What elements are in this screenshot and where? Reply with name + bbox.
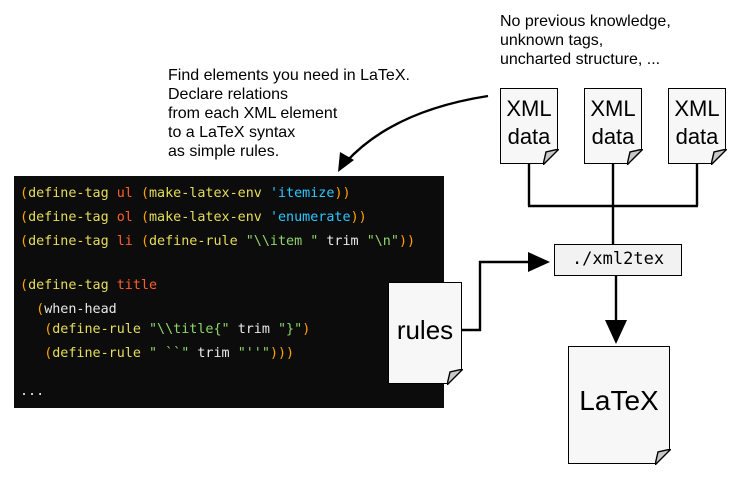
document-label: data bbox=[507, 124, 551, 149]
code-token: 'itemize bbox=[269, 186, 335, 201]
code-token: define-tag bbox=[28, 278, 109, 293]
code-line-7: (define-rule " ``" trim "''"))) bbox=[20, 346, 294, 362]
folded-corner-icon bbox=[626, 148, 643, 165]
code-token: trim bbox=[326, 234, 359, 249]
annotation-line: as simple rules. bbox=[168, 143, 280, 160]
code-token: define-rule bbox=[149, 234, 238, 249]
code-token: ( bbox=[36, 302, 45, 317]
annotation-line: Declare relations bbox=[168, 86, 289, 103]
document-label: rules bbox=[396, 315, 454, 345]
code-line-1: (define-tag ul (make-latex-env 'itemize)… bbox=[20, 186, 351, 202]
code-token: ( bbox=[140, 210, 149, 225]
code-token: " ``" bbox=[149, 346, 190, 361]
code-token: "\\item " bbox=[245, 234, 319, 249]
code-line-3: (define-tag li (define-rule "\\item " tr… bbox=[20, 234, 415, 250]
code-token: ol bbox=[116, 210, 133, 225]
xml-data-document: XML data bbox=[668, 88, 727, 165]
code-token: define-tag bbox=[28, 186, 109, 201]
code-line-2: (define-tag ol (make-latex-env 'enumerat… bbox=[20, 210, 367, 226]
rules-arrow-head bbox=[528, 252, 550, 272]
code-token: make-latex-env bbox=[149, 210, 262, 225]
code-token: "}" bbox=[278, 322, 303, 337]
code-token: define-rule bbox=[52, 346, 141, 361]
code-token: ( bbox=[44, 346, 53, 361]
code-token: title bbox=[116, 278, 158, 293]
annotation-left: Find elements you need in LaTeX. Declare… bbox=[168, 66, 410, 161]
code-token: )) bbox=[398, 234, 416, 249]
code-token: ( bbox=[20, 186, 29, 201]
code-token: ( bbox=[20, 210, 29, 225]
code-line-6: (define-rule "\\title{" trim "}") bbox=[20, 322, 310, 338]
document-label: data bbox=[591, 124, 635, 149]
code-token: ( bbox=[44, 322, 53, 337]
curved-arrow bbox=[345, 94, 489, 163]
xml-data-document: XML data bbox=[500, 88, 559, 165]
code-line-4: (define-tag title bbox=[20, 278, 157, 294]
code-line-5: (when-head bbox=[20, 302, 117, 318]
document-label: XML bbox=[674, 96, 720, 121]
folded-corner-icon bbox=[654, 448, 671, 465]
code-token: "''" bbox=[237, 346, 270, 361]
folded-corner-icon bbox=[710, 148, 727, 165]
code-token: ( bbox=[20, 278, 29, 293]
annotation-line: to a LaTeX syntax bbox=[168, 124, 296, 141]
code-token: when-head bbox=[44, 302, 117, 317]
code-token: li bbox=[116, 234, 133, 249]
annotation-line: uncharted structure, ... bbox=[500, 51, 661, 68]
xml2tex-command: ./xml2tex bbox=[554, 244, 682, 276]
code-token: define-tag bbox=[28, 234, 109, 249]
command-to-latex-arrow-head bbox=[605, 320, 627, 344]
code-token: ( bbox=[20, 234, 29, 249]
folded-corner-icon bbox=[542, 148, 559, 165]
annotation-line: unknown tags, bbox=[500, 32, 604, 49]
annotation-top-right: No previous knowledge, unknown tags, unc… bbox=[500, 12, 671, 69]
document-label: XML bbox=[506, 96, 552, 121]
annotation-line: from each XML element bbox=[168, 105, 338, 122]
code-token: make-latex-env bbox=[149, 186, 262, 201]
xml-data-document: XML data bbox=[584, 88, 643, 165]
rules-document: rules bbox=[388, 282, 463, 385]
latex-output-document: LaTeX bbox=[568, 346, 671, 465]
code-token: ul bbox=[116, 186, 133, 201]
code-token: define-tag bbox=[28, 210, 109, 225]
code-token: )) bbox=[350, 210, 367, 225]
folded-corner-icon bbox=[446, 368, 463, 385]
code-token: ( bbox=[140, 234, 149, 249]
code-token: "\n" bbox=[366, 234, 399, 249]
annotation-line: Find elements you need in LaTeX. bbox=[168, 67, 410, 84]
code-token: "\\title{" bbox=[149, 322, 230, 337]
code-token: define-rule bbox=[52, 322, 141, 337]
code-token: 'enumerate bbox=[269, 210, 351, 225]
curved-arrow-head bbox=[338, 152, 354, 172]
code-token: trim bbox=[237, 322, 270, 337]
code-token: )) bbox=[334, 186, 351, 201]
code-panel: (define-tag ul (make-latex-env 'itemize)… bbox=[14, 176, 444, 408]
document-label: data bbox=[675, 124, 719, 149]
code-token: ( bbox=[140, 186, 149, 201]
code-ellipsis: ... bbox=[20, 384, 45, 399]
code-token: ) bbox=[302, 322, 311, 337]
document-label: LaTeX bbox=[579, 385, 659, 416]
document-label: XML bbox=[590, 96, 636, 121]
rules-connector bbox=[462, 260, 530, 332]
code-token: ))) bbox=[269, 346, 295, 361]
code-token: trim bbox=[197, 346, 230, 361]
annotation-line: No previous knowledge, bbox=[500, 13, 671, 30]
